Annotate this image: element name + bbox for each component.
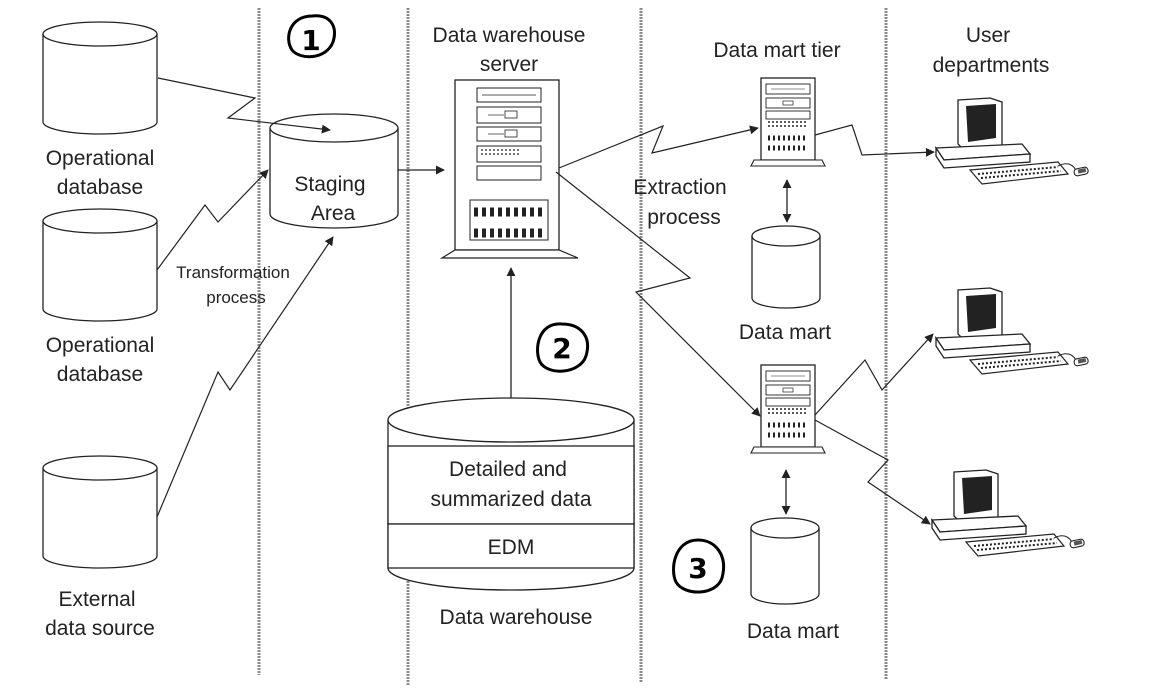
user-computer-1-icon [935,97,1090,185]
operational-database-2-cylinder [42,208,158,322]
staging-area-cylinder [269,113,399,229]
data-mart-tier-label: Data mart tier [713,39,840,62]
user-computer-2-icon [935,287,1090,375]
annotation-2: 2 [536,322,589,373]
tier-dividers [257,8,888,685]
data-mart-1-cylinder [751,225,821,309]
data-mart-1-label: Data mart [739,321,831,344]
annotation-3: 3 [672,538,725,594]
external-data-source-cylinder [42,455,158,569]
data-mart-server-2-icon [751,365,825,453]
extraction-arrows [555,124,761,417]
data-mart-2-label: Data mart [747,620,839,643]
transformation-arrows [156,77,334,518]
operational-database-1-cylinder [42,21,158,135]
edm-label: EDM [488,536,535,559]
svg-text:2: 2 [552,332,571,365]
data-mart-server-1-icon [751,78,825,166]
svg-text:1: 1 [301,24,320,57]
delivery-arrows [814,124,935,525]
data-warehouse-cylinder [387,397,635,591]
data-warehouse-label: Data warehouse [440,606,593,629]
svg-text:3: 3 [688,552,707,585]
data-mart-2-cylinder [750,517,820,605]
annotation-1: 1 [287,14,336,59]
data-warehouse-server-icon [439,79,579,259]
user-computer-3-icon [931,469,1086,557]
